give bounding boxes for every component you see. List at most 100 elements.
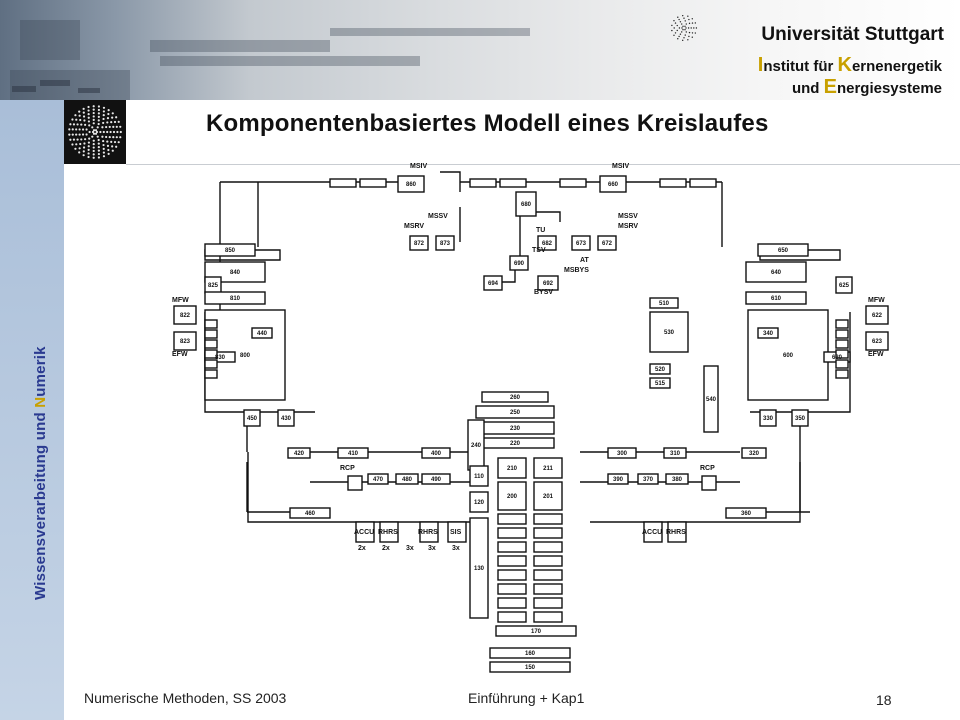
footer-course: Numerische Methoden, SS 2003 <box>84 690 287 706</box>
label-rhrs-left-1: RHRS <box>378 529 398 536</box>
box-330 <box>759 409 777 427</box>
label-efw-left: EFW <box>172 351 188 358</box>
label-rhrs-right: RHRS <box>666 529 686 536</box>
box-823 <box>173 331 197 351</box>
box-840-label: 840 <box>230 270 241 276</box>
box-130 <box>469 517 489 619</box>
label-sis: SIS <box>450 529 462 536</box>
box-680-label: 680 <box>521 202 532 208</box>
box-400-label: 400 <box>431 451 442 457</box>
box-823-label: 823 <box>180 339 191 345</box>
box-160-label: 160 <box>525 651 536 657</box>
box-201-label: 201 <box>543 494 554 500</box>
box-610-label: 610 <box>771 296 782 302</box>
box-430 <box>277 409 295 427</box>
box-510-label: 510 <box>659 301 670 307</box>
core-channel-left-7 <box>497 611 527 623</box>
label-mfw-left: MFW <box>172 297 189 304</box>
box-340 <box>757 327 779 339</box>
rcp-right-box <box>701 475 717 491</box>
box-310 <box>663 447 687 459</box>
box-160 <box>489 647 571 659</box>
box-370-label: 370 <box>643 477 654 483</box>
box-490-label: 490 <box>431 477 442 483</box>
box-822-label: 822 <box>180 313 191 319</box>
box-320-label: 320 <box>749 451 760 457</box>
rhrs-left-box-2 <box>419 521 439 543</box>
box-260 <box>481 391 549 403</box>
box-673 <box>571 235 591 251</box>
label-msrv-left: MSRV <box>404 223 424 230</box>
label-2x-b: 2x <box>382 545 390 552</box>
top-pipe-segment-4 <box>559 178 587 188</box>
core-channel-left-1 <box>497 527 527 539</box>
box-810-label: 810 <box>230 296 241 302</box>
accu-right-box <box>643 521 663 543</box>
box-660 <box>599 175 627 193</box>
box-200 <box>497 481 527 511</box>
box-540-label: 540 <box>706 397 717 403</box>
right-sg-stack-1 <box>835 329 849 339</box>
title-divider <box>126 164 960 165</box>
box-850-label: 850 <box>225 248 236 254</box>
label-rcp-left: RCP <box>340 465 355 472</box>
box-520 <box>649 363 671 375</box>
box-110 <box>469 465 489 487</box>
box-440-label: 440 <box>257 331 268 337</box>
box-690-label: 690 <box>514 261 525 267</box>
box-622 <box>865 305 889 325</box>
label-2x-a: 2x <box>358 545 366 552</box>
institute-name-line2: und Energiesysteme <box>791 76 942 98</box>
label-accu-right: ACCU <box>642 529 662 536</box>
core-channel-left-0 <box>497 513 527 525</box>
core-channel-left-3 <box>497 555 527 567</box>
box-660-label: 660 <box>608 182 619 188</box>
box-860-label: 860 <box>406 182 417 188</box>
core-channel-right-6 <box>533 597 563 609</box>
university-emblem <box>64 100 126 164</box>
box-340-label: 340 <box>763 331 774 337</box>
box-672 <box>597 235 617 251</box>
box-672-label: 672 <box>602 241 613 247</box>
box-400 <box>421 447 451 459</box>
box-211 <box>533 457 563 479</box>
box-440 <box>251 327 273 339</box>
core-channel-right-1 <box>533 527 563 539</box>
box-120 <box>469 491 489 513</box>
box-330-label: 330 <box>763 416 774 422</box>
label-msiv-left: MSIV <box>410 163 427 170</box>
label-efw-right: EFW <box>868 351 884 358</box>
box-201 <box>533 481 563 511</box>
label-3x-c: 3x <box>452 545 460 552</box>
box-450-label: 450 <box>247 416 258 422</box>
label-bysv: BYSV <box>534 289 553 296</box>
box-360 <box>725 507 767 519</box>
label-3x-a: 3x <box>406 545 414 552</box>
box-210 <box>497 457 527 479</box>
box-690 <box>509 255 529 271</box>
label-mssv-right: MSSV <box>618 213 638 220</box>
core-channel-left-4 <box>497 569 527 581</box>
box-825-label: 825 <box>208 283 219 289</box>
top-pipe-segment-6 <box>689 178 717 188</box>
core-channel-right-2 <box>533 541 563 553</box>
rhrs-right-box <box>667 521 687 543</box>
sidebar <box>0 100 64 720</box>
label-accu-left: ACCU <box>354 529 374 536</box>
box-850 <box>204 243 256 257</box>
page-number: 18 <box>876 692 892 708</box>
box-830-label: 830 <box>215 355 226 361</box>
top-pipe-segment-3 <box>499 178 527 188</box>
box-380 <box>665 473 689 485</box>
box-540 <box>703 365 719 433</box>
sidebar-department-text: Wissensverarbeitung und Numerik <box>32 346 49 600</box>
box-310-label: 310 <box>670 451 681 457</box>
banner-photo <box>10 20 530 100</box>
university-logo-icon <box>671 14 698 42</box>
label-tu: TU <box>536 227 545 234</box>
university-name: Universität Stuttgart <box>761 24 944 45</box>
box-150-label: 150 <box>525 665 536 671</box>
box-872-label: 872 <box>414 241 425 247</box>
box-873-label: 873 <box>440 241 451 247</box>
